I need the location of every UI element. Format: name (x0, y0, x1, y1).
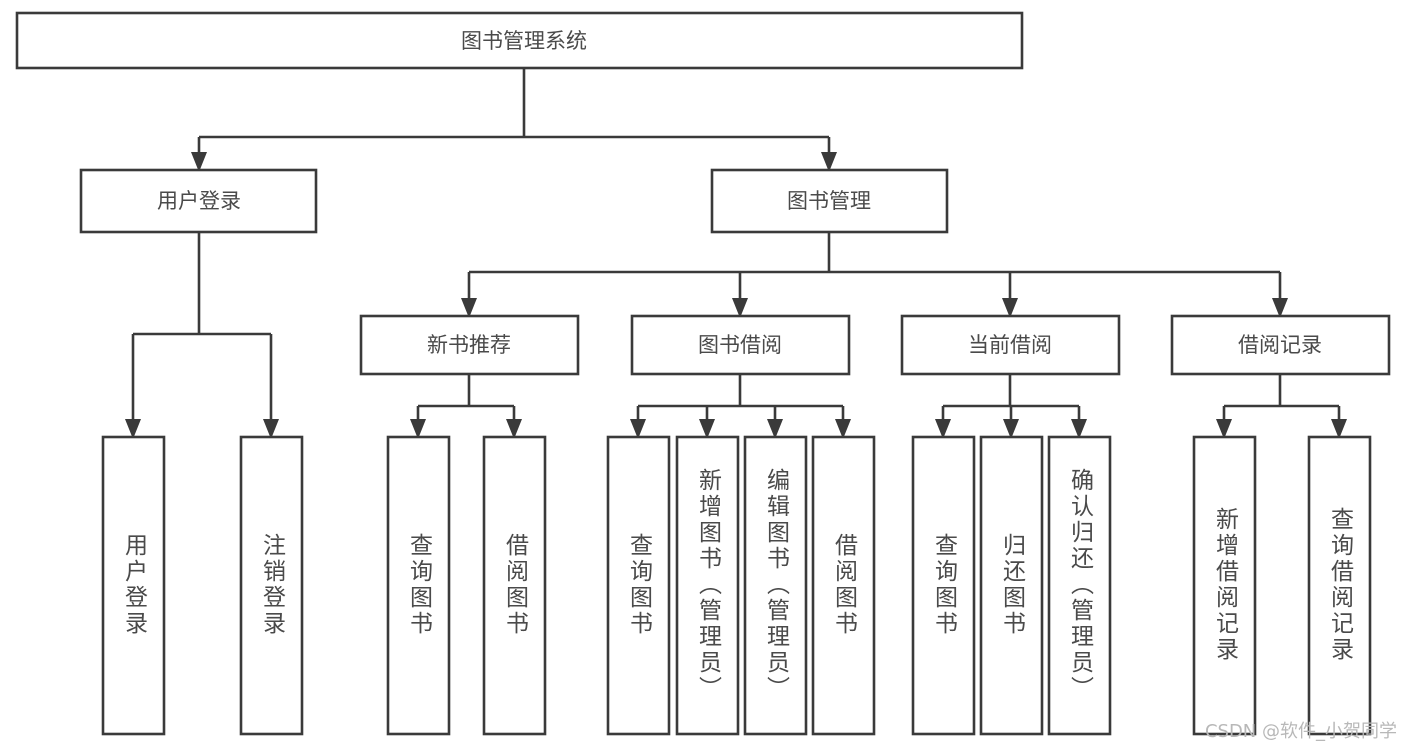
node-leaf-query-book-1[interactable]: 查询图书 (386, 435, 451, 736)
node-book-manage-label: 图书管理 (787, 189, 871, 213)
node-leaf-user-login[interactable]: 用户登录 (101, 435, 166, 736)
node-leaf-confirm-return-label: 确认归还（管理员） (1067, 468, 1095, 702)
node-user-login-box[interactable] (79, 168, 318, 234)
node-user-login[interactable]: 用户登录 (79, 168, 318, 234)
node-leaf-query-book-2[interactable]: 查询图书 (606, 435, 671, 736)
node-user-login-label: 用户登录 (157, 189, 241, 213)
node-leaf-add-record-box[interactable] (1192, 435, 1257, 736)
node-leaf-query-record-box[interactable] (1307, 435, 1372, 736)
node-leaf-edit-book-label: 编辑图书（管理员） (763, 468, 791, 702)
node-book-borrow-label: 图书借阅 (698, 333, 782, 357)
node-leaf-query-book-2-label: 查询图书 (626, 533, 654, 637)
node-root-label: 图书管理系统 (461, 29, 587, 53)
node-leaf-query-book-2-box[interactable] (606, 435, 671, 736)
node-borrow-record-label: 借阅记录 (1238, 333, 1322, 357)
node-leaf-borrow-book-1-box[interactable] (482, 435, 547, 736)
node-leaf-query-book-3[interactable]: 查询图书 (911, 435, 976, 736)
node-leaf-user-logout-box[interactable] (239, 435, 304, 736)
node-leaf-borrow-book-2-box[interactable] (811, 435, 876, 736)
node-book-borrow-box[interactable] (630, 314, 851, 376)
node-leaf-borrow-book-1[interactable]: 借阅图书 (482, 435, 547, 736)
node-new-book-recommend-label: 新书推荐 (427, 333, 511, 357)
node-new-book-recommend[interactable]: 新书推荐 (359, 314, 580, 376)
node-book-manage[interactable]: 图书管理 (710, 168, 949, 234)
node-root-box[interactable] (15, 11, 1024, 70)
node-leaf-user-logout-label: 注销登录 (259, 533, 287, 637)
node-leaf-add-book-box[interactable] (675, 435, 740, 736)
node-leaf-edit-book[interactable]: 编辑图书（管理员） (743, 435, 808, 736)
node-leaf-query-book-3-box[interactable] (911, 435, 976, 736)
node-leaf-edit-book-box[interactable] (743, 435, 808, 736)
node-leaf-query-book-1-label: 查询图书 (406, 533, 434, 637)
node-leaf-query-book-3-label: 查询图书 (931, 533, 959, 637)
node-leaf-borrow-book-1-label: 借阅图书 (502, 533, 530, 637)
connector-layer (125, 68, 1347, 439)
node-leaf-return-book[interactable]: 归还图书 (979, 435, 1044, 736)
node-leaf-add-book[interactable]: 新增图书（管理员） (675, 435, 740, 736)
node-root[interactable]: 图书管理系统 (15, 11, 1024, 70)
node-current-borrow[interactable]: 当前借阅 (900, 314, 1121, 376)
node-leaf-borrow-book-2-label: 借阅图书 (831, 533, 859, 637)
node-leaf-user-login-label: 用户登录 (121, 533, 149, 637)
node-leaf-add-record-label: 新增借阅记录 (1212, 507, 1240, 663)
node-leaf-return-book-label: 归还图书 (999, 533, 1027, 637)
node-leaf-add-book-label: 新增图书（管理员） (695, 468, 723, 702)
node-leaf-add-record[interactable]: 新增借阅记录 (1192, 435, 1257, 736)
node-book-borrow[interactable]: 图书借阅 (630, 314, 851, 376)
node-leaf-confirm-return-box[interactable] (1047, 435, 1112, 736)
node-borrow-record[interactable]: 借阅记录 (1170, 314, 1391, 376)
node-leaf-query-record-label: 查询借阅记录 (1327, 507, 1355, 663)
node-leaf-confirm-return[interactable]: 确认归还（管理员） (1047, 435, 1112, 736)
node-leaf-borrow-book-2[interactable]: 借阅图书 (811, 435, 876, 736)
node-leaf-return-book-box[interactable] (979, 435, 1044, 736)
node-book-manage-box[interactable] (710, 168, 949, 234)
node-leaf-query-record[interactable]: 查询借阅记录 (1307, 435, 1372, 736)
node-leaf-user-logout[interactable]: 注销登录 (239, 435, 304, 736)
node-current-borrow-box[interactable] (900, 314, 1121, 376)
node-new-book-recommend-box[interactable] (359, 314, 580, 376)
node-current-borrow-label: 当前借阅 (968, 333, 1052, 357)
node-leaf-user-login-box[interactable] (101, 435, 166, 736)
node-borrow-record-box[interactable] (1170, 314, 1391, 376)
node-leaf-query-book-1-box[interactable] (386, 435, 451, 736)
